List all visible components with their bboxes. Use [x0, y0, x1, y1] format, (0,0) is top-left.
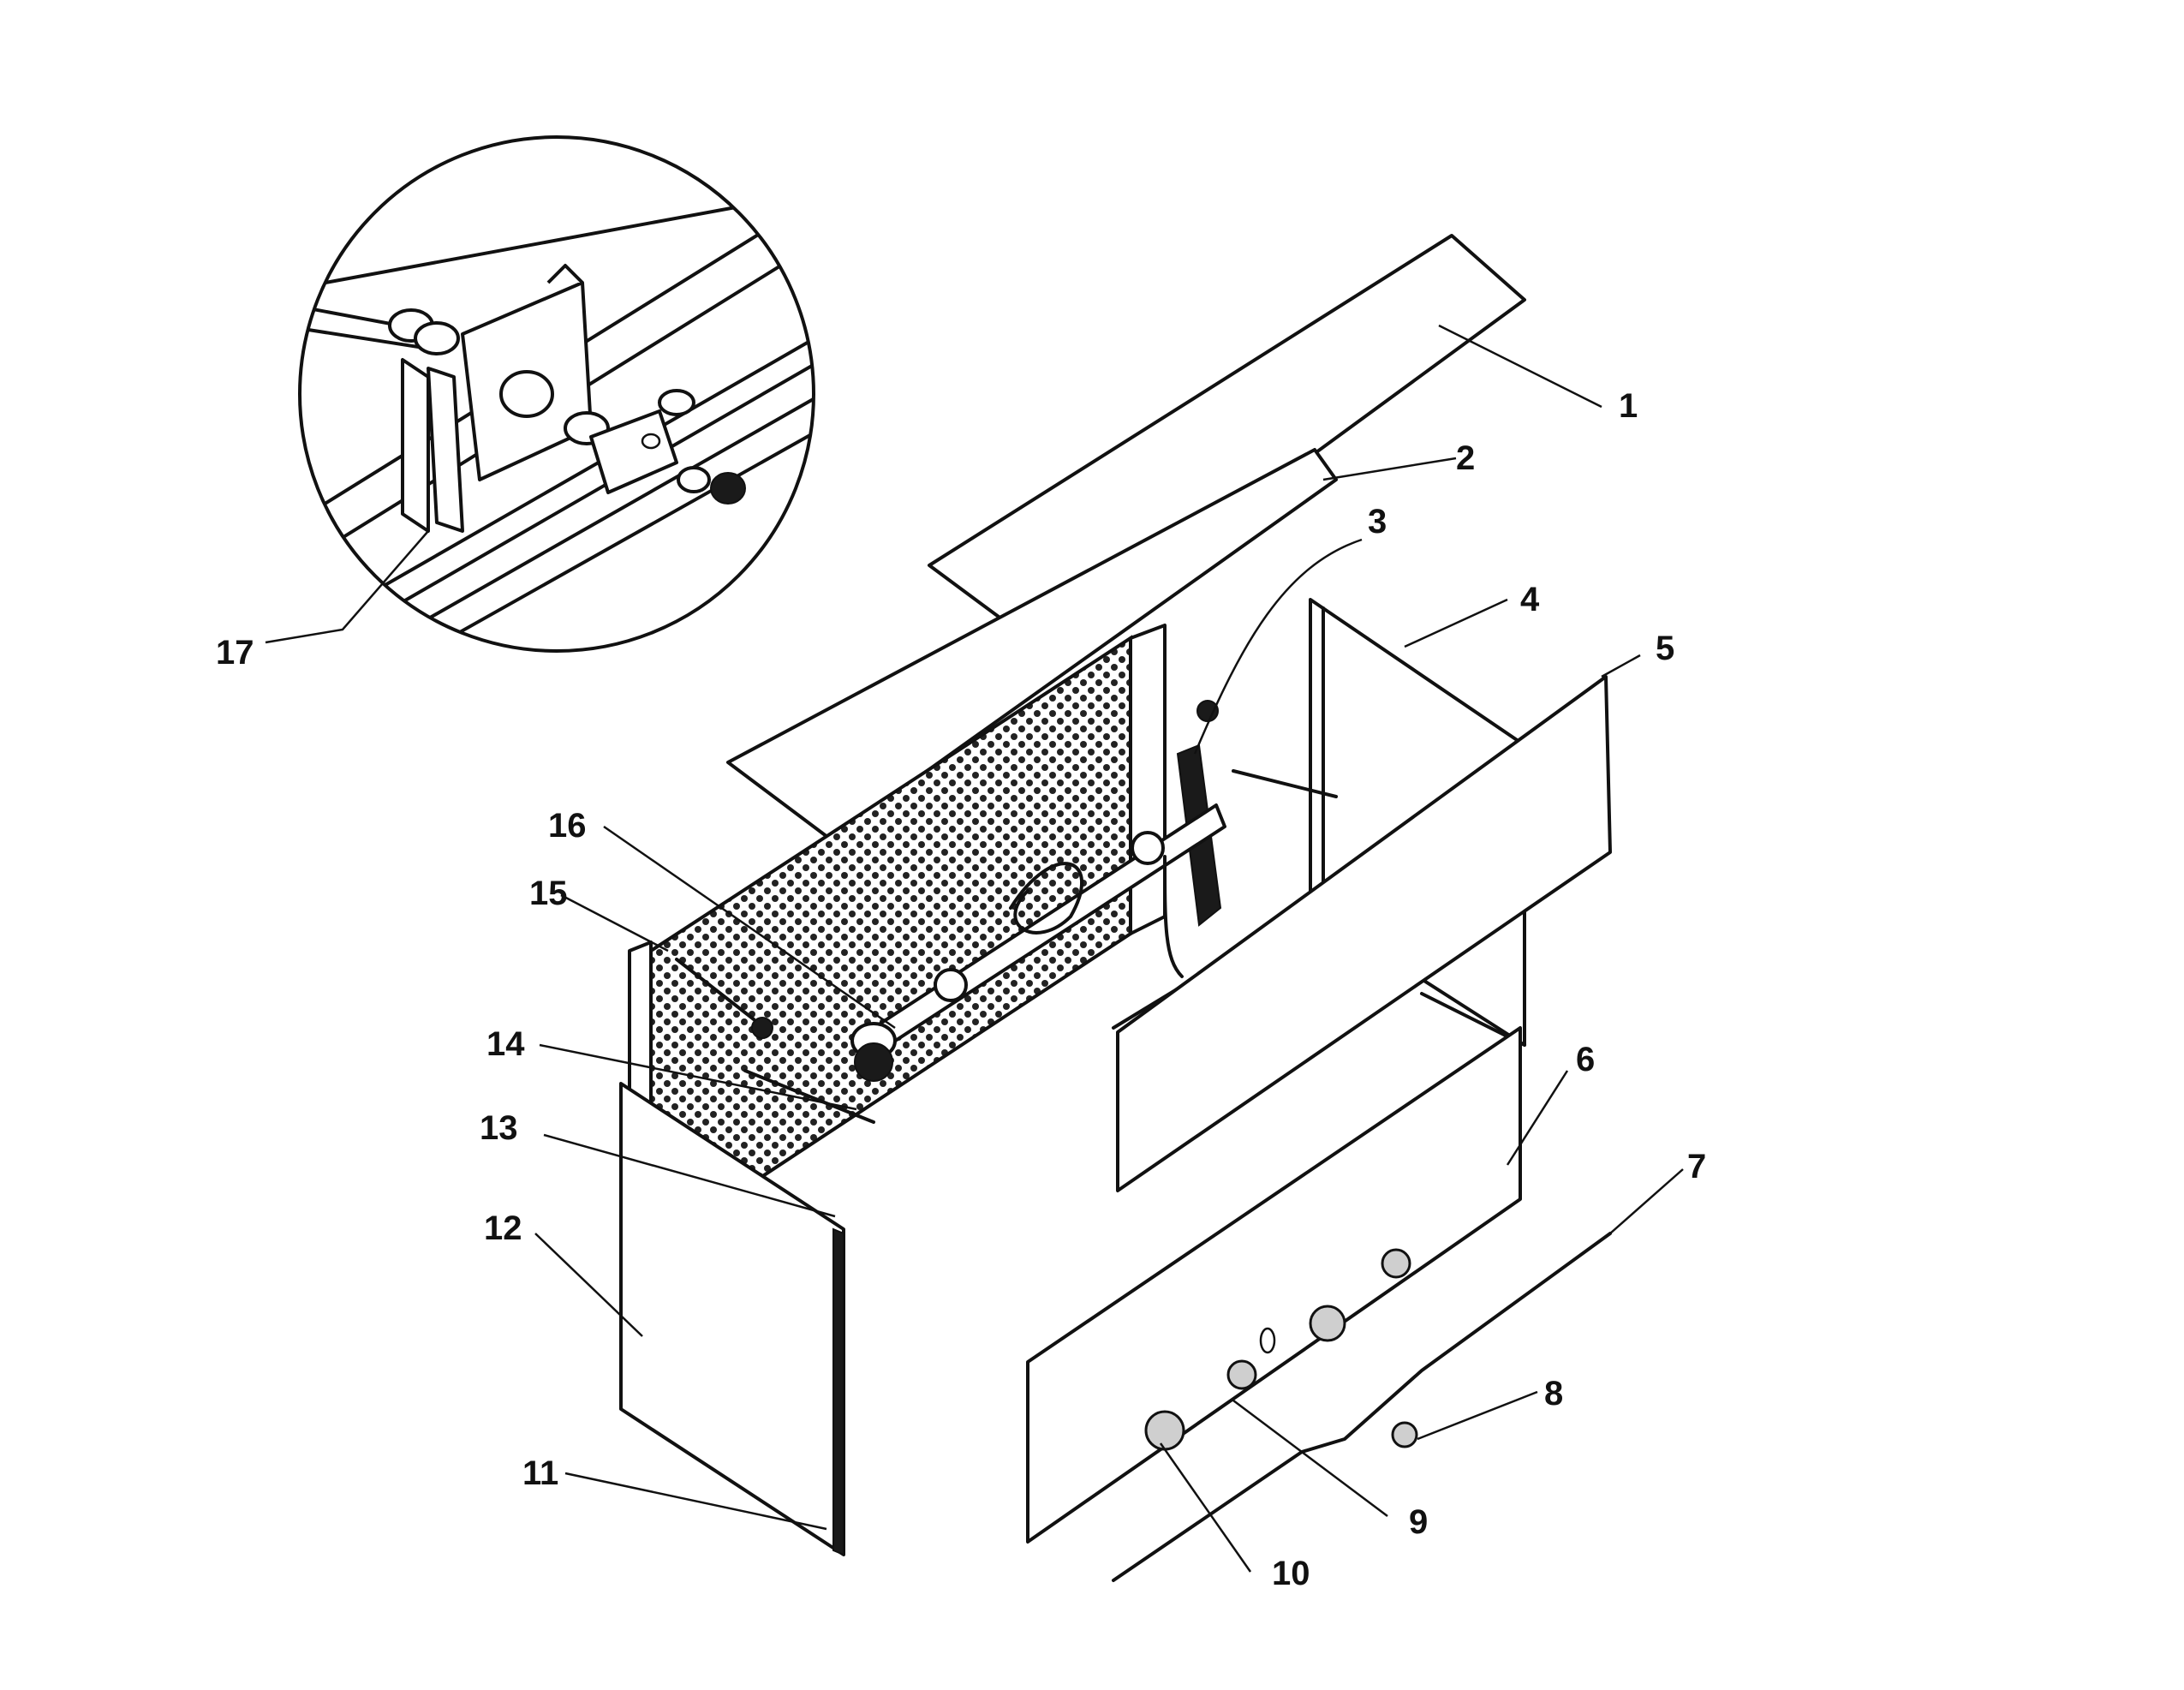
rail-strip-part-7: [1112, 1232, 1612, 1582]
top-cover-plate-part-2: [726, 448, 1338, 841]
callout-10: 10: [1272, 1555, 1310, 1592]
callout-11: 11: [522, 1454, 558, 1492]
front-upper-panel-part-5: [1116, 675, 1612, 1192]
callout-2: 2: [1456, 439, 1475, 477]
front-lower-panel-part-6: [1026, 1026, 1522, 1544]
callout-5: 5: [1656, 630, 1674, 667]
callout-14: 14: [486, 1025, 525, 1063]
callout-15: 15: [529, 875, 568, 912]
screw-part-8: [1391, 1421, 1418, 1448]
callout-12: 12: [484, 1209, 522, 1247]
callout-1: 1: [1619, 387, 1638, 425]
callout-7: 7: [1687, 1148, 1706, 1185]
callout-9: 9: [1409, 1503, 1428, 1541]
detail-magnifier: [298, 135, 815, 653]
callout-17: 17: [216, 634, 254, 672]
callout-16: 16: [548, 807, 587, 845]
rod-part-14: [743, 1017, 875, 1124]
heater-element-part-3: [850, 700, 1338, 1082]
leader-lines: [265, 324, 1684, 1573]
top-cover-part-1: [928, 234, 1526, 653]
callout-4: 4: [1520, 581, 1540, 618]
callout-8: 8: [1544, 1375, 1563, 1412]
callout-6: 6: [1576, 1041, 1595, 1078]
callout-13: 13: [480, 1109, 518, 1147]
callout-3: 3: [1368, 503, 1387, 540]
left-side-panel-part-12: [619, 1082, 845, 1556]
